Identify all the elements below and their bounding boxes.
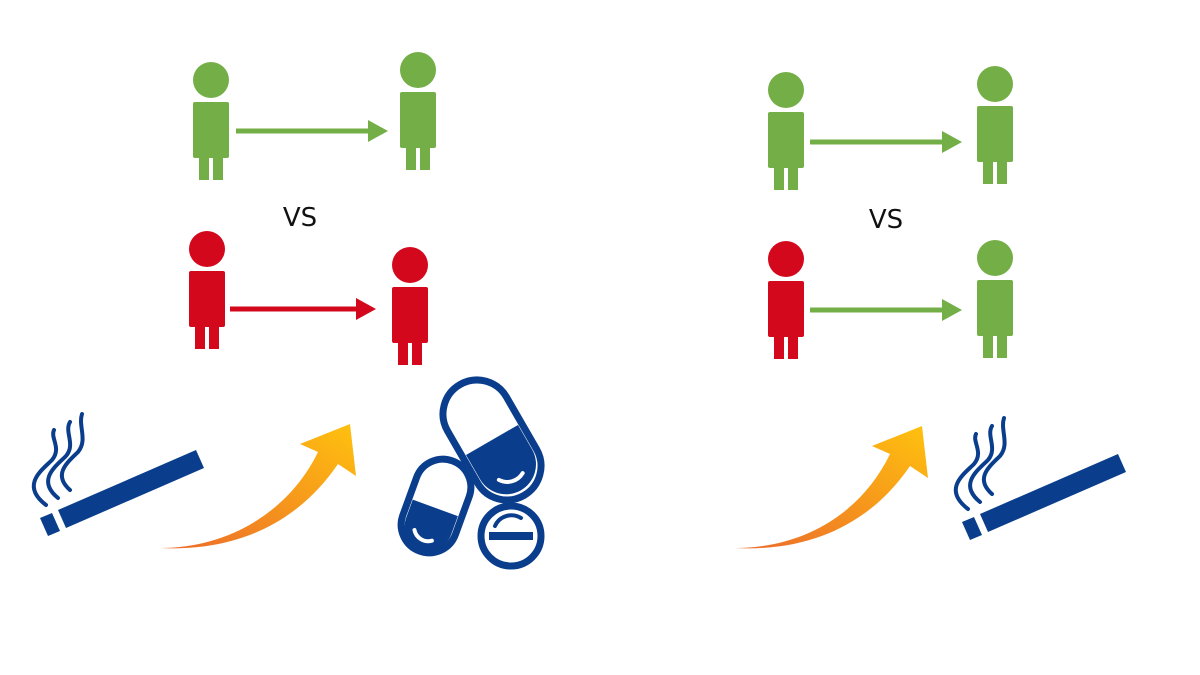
person-icon	[768, 241, 804, 359]
person-icon	[977, 66, 1013, 184]
increase-arrow-icon	[735, 426, 928, 549]
person-icon	[768, 72, 804, 190]
right-row-2	[768, 240, 1013, 359]
vs-label: VS	[869, 205, 903, 235]
person-icon	[392, 247, 428, 365]
person-icon	[400, 52, 436, 170]
left-row-1	[193, 52, 436, 180]
right-panel: VS	[735, 66, 1128, 549]
left-row-2	[189, 231, 428, 365]
arrowhead	[942, 299, 962, 321]
person-icon	[193, 62, 229, 180]
cigarette-icon	[31, 412, 206, 538]
cigarette-icon	[953, 416, 1128, 542]
arrowhead	[356, 298, 376, 320]
person-icon	[977, 240, 1013, 358]
arrowhead	[368, 120, 388, 142]
arrowhead	[942, 131, 962, 153]
person-icon	[189, 231, 225, 349]
vs-label: VS	[283, 203, 317, 233]
pills-icon	[397, 376, 545, 570]
left-panel: VS	[31, 52, 545, 570]
right-row-1	[768, 66, 1013, 190]
increase-arrow-icon	[160, 424, 356, 549]
